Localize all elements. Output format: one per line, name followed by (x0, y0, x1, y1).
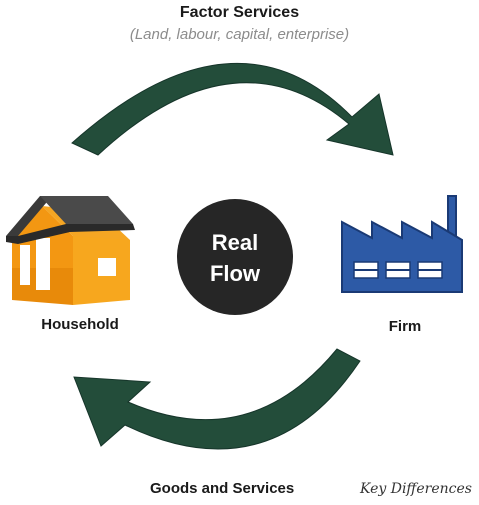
center-label-line1: Real (211, 230, 259, 255)
top-flow-arrow (71, 62, 394, 156)
goods-services-title: Goods and Services (150, 480, 295, 497)
center-label-line2: Flow (209, 261, 261, 286)
factor-services-subtitle: (Land, labour, capital, enterprise) (129, 26, 350, 43)
center-label: Real Flow (177, 227, 293, 289)
center-circle (177, 199, 293, 315)
house-icon (6, 196, 135, 305)
factory-icon (341, 195, 463, 293)
firm-label: Firm (388, 318, 422, 335)
watermark-text: Key Differences (360, 481, 472, 497)
household-label: Household (41, 316, 119, 333)
factor-services-title: Factor Services (179, 4, 300, 21)
bottom-flow-arrow (73, 348, 361, 450)
